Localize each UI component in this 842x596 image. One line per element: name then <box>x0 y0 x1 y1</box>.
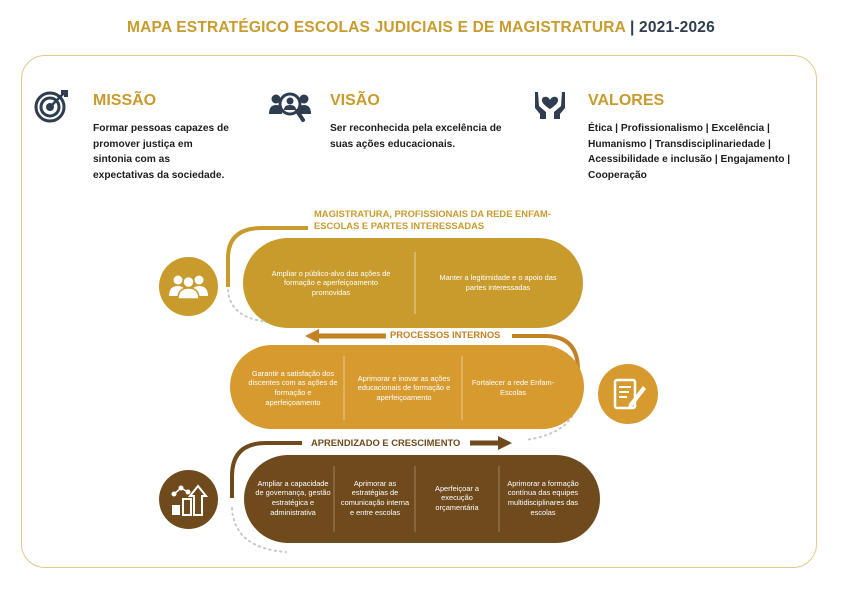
group-icon <box>159 257 218 316</box>
growth-chart-icon <box>159 470 218 529</box>
target-icon <box>34 90 68 123</box>
title-main: MAPA ESTRATÉGICO ESCOLAS JUDICIAIS E DE … <box>127 19 626 36</box>
objective-cell: Aprimorar a formação contínua das equipe… <box>503 466 583 530</box>
mission-heading: MISSÃO <box>93 92 157 109</box>
objective-text: Ampliar a capacidade de governança, gest… <box>255 478 331 517</box>
content-frame <box>21 55 817 568</box>
arrow-processos-head <box>305 329 319 343</box>
objective-cell: Ampliar a capacidade de governança, gest… <box>255 466 331 530</box>
objective-cell: Manter a legitimidade e o apoio das part… <box>430 256 566 310</box>
objective-text: Fortalecer a rede Enfam-Escolas <box>471 378 555 397</box>
objective-text: Garantir a satisfação dos discentes com … <box>248 368 338 407</box>
people-search-icon <box>269 92 311 122</box>
connector-top <box>226 226 308 287</box>
perspective-label-aprendizado: APRENDIZADO E CRESCIMENTO <box>311 437 461 448</box>
objective-cell: Fortalecer a rede Enfam-Escolas <box>470 360 556 416</box>
perspective-label-magistratura: MAGISTRATURA, PROFISSIONAIS DA REDE ENFA… <box>314 208 551 231</box>
band-magistratura <box>243 238 583 328</box>
objective-cell: Aperfeiçoar a execução orçamentária <box>419 466 495 530</box>
hands-heart-icon <box>535 92 565 119</box>
values-text: Ética | Profissionalismo | Excelência | … <box>588 123 791 181</box>
objective-cell: Garantir a satisfação dos discentes com … <box>246 360 340 416</box>
objective-text: Aprimorar e inovar as ações educacionais… <box>357 373 451 402</box>
mission-text: Formar pessoas capazes de promover justi… <box>93 123 229 181</box>
vision-text: Ser reconhecida pela excelência de suas … <box>330 123 502 150</box>
perspective-label-processos: PROCESSOS INTERNOS <box>390 329 501 340</box>
objective-cell: Aprimorar as estratégias de comunicação … <box>338 466 412 530</box>
vision-heading: VISÃO <box>330 92 380 109</box>
dotted-connector-top <box>227 289 269 323</box>
connector-aprendizado <box>230 441 302 498</box>
objective-text: Aprimorar as estratégias de comunicação … <box>340 478 410 517</box>
objective-text: Manter a legitimidade e o apoio das part… <box>439 273 557 292</box>
title-separator: | <box>629 19 635 36</box>
page-title: MAPA ESTRATÉGICO ESCOLAS JUDICIAIS E DE … <box>0 19 842 37</box>
arrow-aprendizado-head <box>498 436 512 450</box>
dotted-connector-bottom <box>231 507 287 553</box>
objective-text: Aprimorar a formação contínua das equipe… <box>507 478 579 517</box>
band-aprendizado <box>244 455 600 543</box>
objective-text: Ampliar o público-alvo das ações de form… <box>271 268 391 297</box>
objective-cell: Aprimorar e inovar as ações educacionais… <box>352 360 456 416</box>
objective-cell: Ampliar o público-alvo das ações de form… <box>266 256 396 310</box>
band-processos <box>230 345 584 429</box>
values-heading: VALORES <box>588 92 665 109</box>
objective-text: Aperfeiçoar a execução orçamentária <box>435 483 479 512</box>
document-pen-icon <box>598 364 658 424</box>
title-year: 2021-2026 <box>639 19 715 36</box>
